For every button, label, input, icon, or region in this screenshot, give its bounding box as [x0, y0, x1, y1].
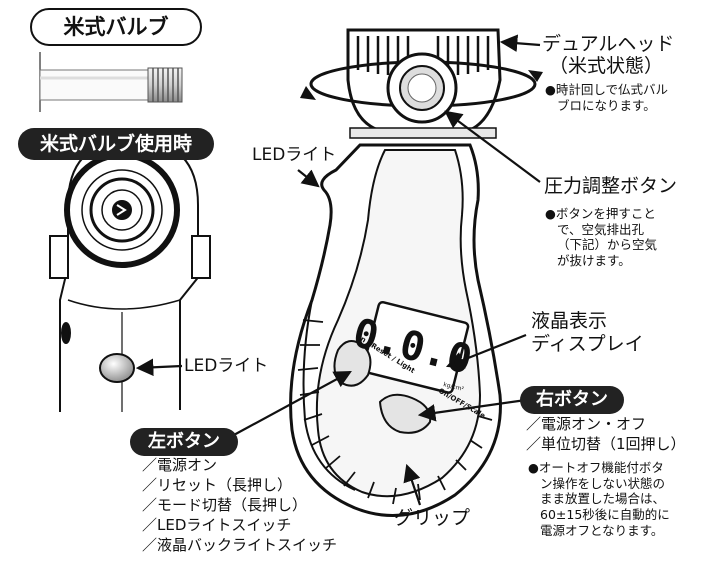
inuse-closeup-illustration	[49, 138, 211, 412]
led-callout: LEDライト	[252, 145, 337, 165]
lcd-unit: kg/cm²	[443, 381, 466, 393]
left-button-badge: 左ボタン	[130, 428, 238, 456]
valve-title-badge: 米式バルブ	[30, 8, 202, 46]
lcd-callout: 液晶表示 ディスプレイ	[531, 310, 644, 355]
inuse-title-badge: 米式バルブ使用時	[18, 128, 214, 160]
pressure-button-note: ●ボタンを押すこと で、空気排出孔 （下記）から空気 が抜けます。	[545, 206, 658, 268]
gauge-device-illustration	[289, 28, 543, 518]
dual-head-title: デュアルヘッド	[542, 33, 675, 55]
american-valve-illustration	[39, 52, 183, 112]
left-button-functions: ／電源オン ／リセット（長押し） ／モード切替（長押し） ／LEDライトスイッチ…	[142, 456, 338, 554]
leader-lines	[135, 34, 541, 506]
right-button-functions: ／電源オン・オフ ／単位切替（1回押し）	[526, 415, 686, 453]
pressure-button-title: 圧力調整ボタン	[544, 175, 678, 197]
dual-head-note: ●時計回しで仏式バル ブロになります。	[545, 82, 669, 113]
right-button-badge: 右ボタン	[520, 386, 624, 414]
dual-head-sub: （米式状態）	[549, 55, 664, 77]
right-button-note: ●オートオフ機能付ボタ ン操作をしない状態の まま放置した場合は、 60±15秒…	[528, 460, 670, 538]
grip-callout: グリップ	[394, 507, 471, 529]
led-label-left: LEDライト	[184, 356, 269, 376]
